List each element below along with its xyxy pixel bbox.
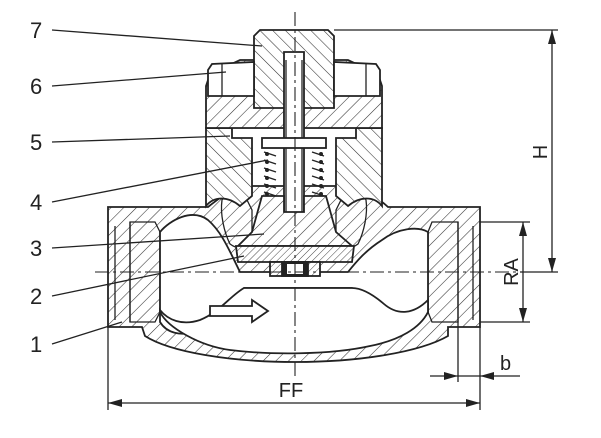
spring-coil-section	[265, 184, 269, 188]
callout-label-2: 2	[30, 284, 42, 309]
dimension-ff: FF	[107, 327, 481, 410]
spring-coil-section	[319, 176, 323, 180]
callout-label-5: 5	[30, 130, 42, 155]
callout-label-6: 6	[30, 74, 42, 99]
spring-coil-section	[319, 184, 323, 188]
callout-1: 1	[30, 321, 123, 357]
callout-4: 4	[30, 159, 269, 215]
callout-5: 5	[30, 130, 231, 155]
spring-coil-section	[265, 192, 269, 196]
spring-coil-section	[265, 176, 269, 180]
callout-label-1: 1	[30, 332, 42, 357]
callout-7: 7	[30, 18, 263, 47]
callout-label-3: 3	[30, 236, 42, 261]
dimension-label-h: H	[530, 145, 552, 159]
callout-6: 6	[30, 71, 227, 99]
spring-coil-section	[265, 168, 269, 172]
callout-2: 2	[30, 255, 245, 309]
spring-coil-section	[319, 160, 323, 164]
dimension-label-ff: FF	[279, 380, 303, 402]
dimension-b: b	[430, 322, 520, 382]
spring-coil-section	[265, 152, 269, 156]
dimension-label-ra: RA	[501, 257, 523, 285]
spring-coil-section	[319, 152, 323, 156]
spring-coil-section	[319, 168, 323, 172]
flow-direction-arrow	[209, 298, 270, 324]
dimension-ra: RA	[480, 221, 530, 323]
callout-label-4: 4	[30, 190, 42, 215]
dimension-h: H	[334, 29, 558, 273]
spring	[261, 137, 327, 197]
spring-coil-section	[319, 192, 323, 196]
callout-3: 3	[30, 233, 265, 261]
callout-label-7: 7	[30, 18, 42, 43]
dimension-label-b: b	[500, 353, 511, 375]
